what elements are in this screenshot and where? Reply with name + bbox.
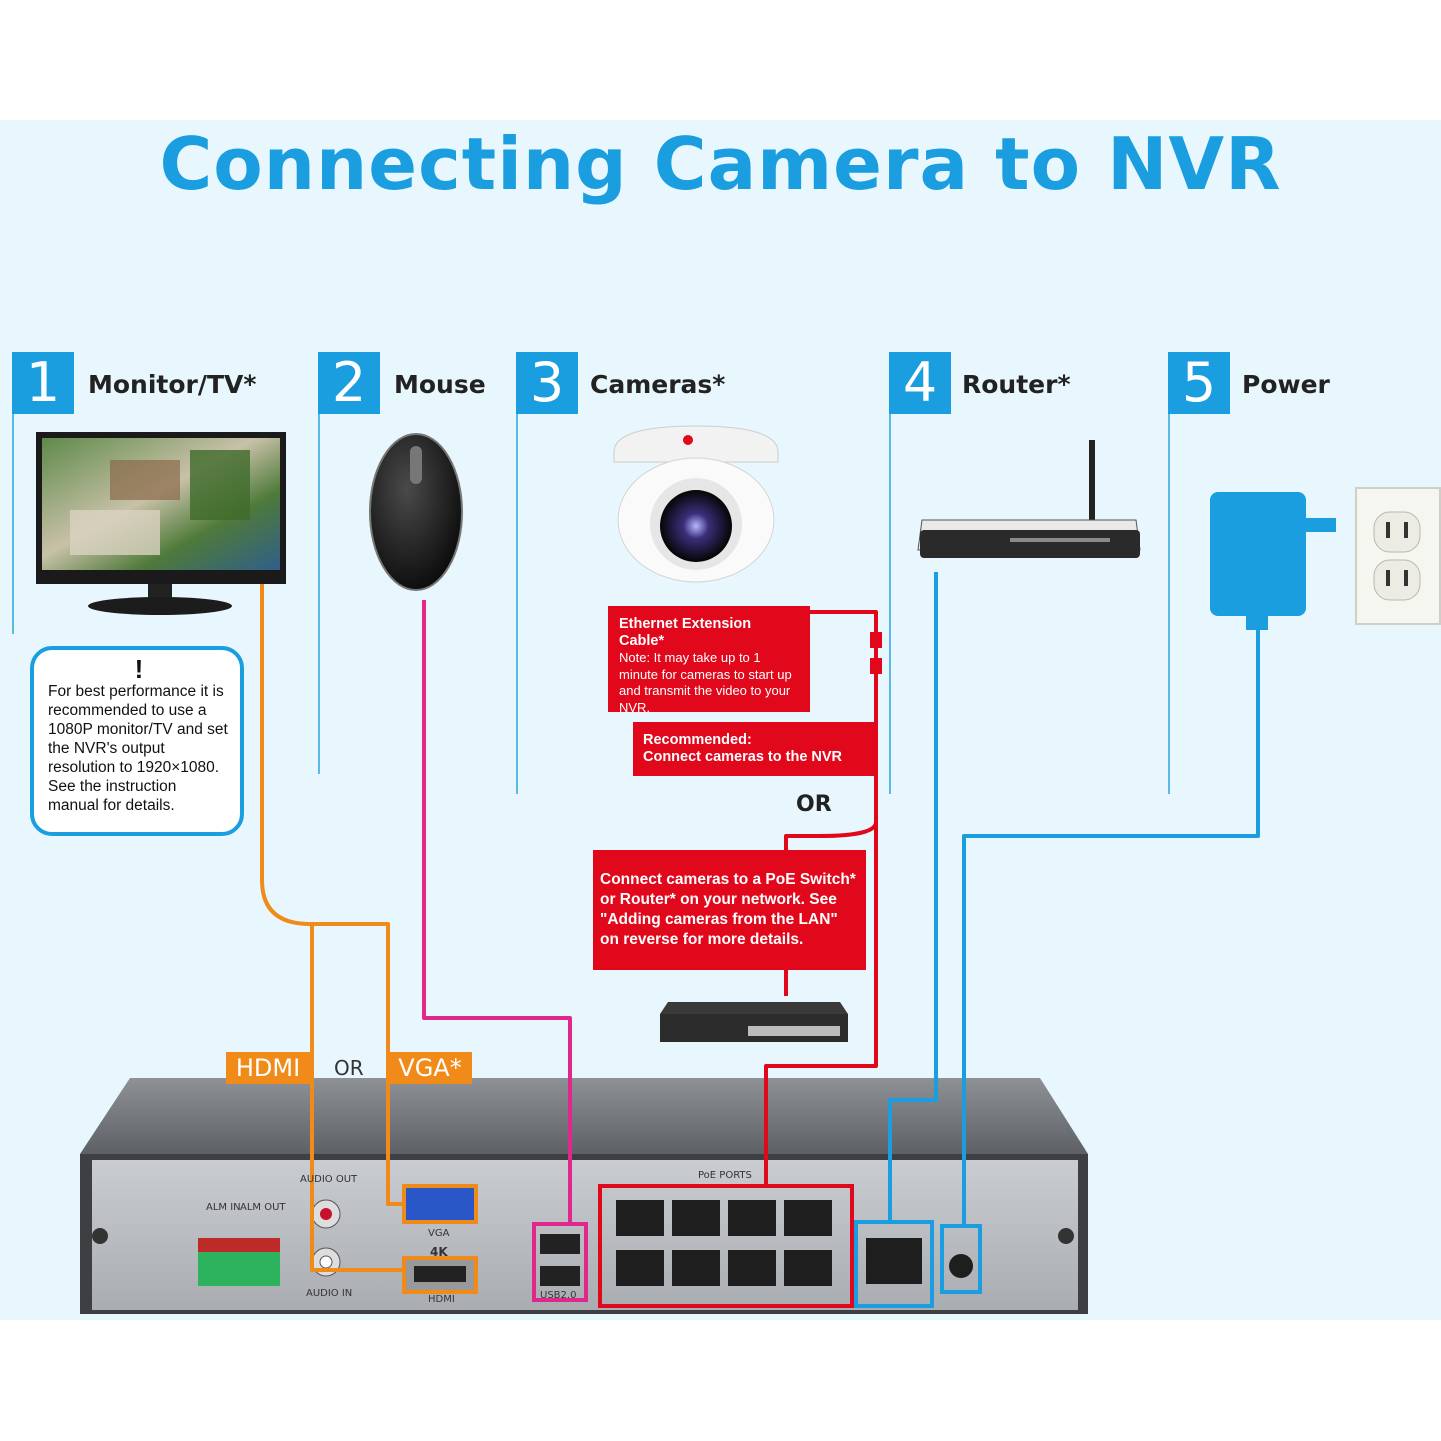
- wall-outlet-icon: [1355, 487, 1441, 625]
- hdmi-port-label: HDMI: [428, 1294, 455, 1305]
- nvr-icon: [80, 1078, 1088, 1314]
- poe-port-array: [616, 1200, 832, 1286]
- step-2-guide-line: [318, 414, 320, 774]
- cable-coupler-icon: [870, 632, 882, 648]
- poe-ports-label: PoE PORTS: [698, 1170, 752, 1181]
- mouse-cable: [422, 600, 572, 1224]
- page-title: Connecting Camera to NVR: [159, 122, 1282, 206]
- audio-out-label: AUDIO OUT: [300, 1174, 358, 1185]
- step-2-label: Mouse: [394, 370, 486, 399]
- step-4-guide-line: [889, 414, 891, 794]
- router-cable: [888, 572, 938, 1222]
- cable-coupler-icon: [870, 658, 882, 674]
- step-3-label: Cameras*: [590, 370, 726, 399]
- step-5-label: Power: [1242, 370, 1330, 399]
- poe-switch-text: Connect cameras to a PoE Switch* or Rout…: [600, 871, 856, 948]
- step-3-guide-line: [516, 414, 518, 794]
- audio-in-label: AUDIO IN: [306, 1288, 352, 1299]
- camera-or-label: OR: [796, 792, 832, 817]
- dome-camera-icon: [613, 425, 779, 583]
- power-cable: [962, 630, 1260, 1226]
- poe-switch-icon: [660, 1002, 848, 1042]
- step-5-guide-line: [1168, 414, 1170, 794]
- poe-switch-callout: Connect cameras to a PoE Switch* or Rout…: [593, 850, 866, 970]
- ethernet-cable-callout: Ethernet Extension Cable* Note: It may t…: [608, 606, 810, 715]
- vga-port-label: VGA: [428, 1228, 450, 1239]
- ethernet-cable-title: Ethernet Extension Cable*: [619, 616, 752, 649]
- step-3-number: 3: [516, 352, 578, 414]
- monitor-note-text: For best performance it is recommended t…: [48, 683, 228, 814]
- mouse-icon: [369, 433, 463, 591]
- ethernet-cable-note: Note: It may take up to 1 minute for cam…: [619, 650, 792, 715]
- step-1-label: Monitor/TV*: [88, 370, 257, 399]
- hdmi-4k-label: 4K: [430, 1245, 448, 1259]
- warning-icon: !: [134, 654, 144, 684]
- monitor-icon: [36, 432, 286, 615]
- recommended-text: Connect cameras to the NVR: [643, 749, 843, 765]
- monitor-note-box: ! For best performance it is recommended…: [30, 646, 244, 836]
- alm-out-label: ALM OUT: [240, 1202, 286, 1213]
- recommended-callout: Recommended: Connect cameras to the NVR: [633, 722, 875, 776]
- hdmi-cable: [260, 584, 404, 1272]
- vga-tag: VGA*: [388, 1052, 472, 1084]
- nvr-labels: ALM IN ALM OUT AUDIO OUT AUDIO IN VGA 4K…: [206, 1170, 752, 1305]
- hdmi-tag: HDMI: [226, 1052, 310, 1084]
- step-4-label: Router*: [962, 370, 1071, 399]
- camera-cable: [764, 610, 878, 1186]
- cable-lines: [260, 572, 1260, 1272]
- camera-switch-cable: [784, 821, 878, 996]
- router-icon: [917, 440, 1141, 558]
- alm-in-label: ALM IN: [206, 1202, 241, 1213]
- step-1-guide-line: [12, 414, 14, 634]
- hdmi-vga-or-label: OR: [334, 1056, 364, 1080]
- recommended-title: Recommended:: [643, 732, 752, 748]
- usb-port-label: USB2.0: [540, 1290, 576, 1301]
- power-adapter-icon: [1210, 492, 1336, 630]
- step-4-number: 4: [889, 352, 951, 414]
- step-1-number: 1: [12, 352, 74, 414]
- step-5-number: 5: [1168, 352, 1230, 414]
- step-2-number: 2: [318, 352, 380, 414]
